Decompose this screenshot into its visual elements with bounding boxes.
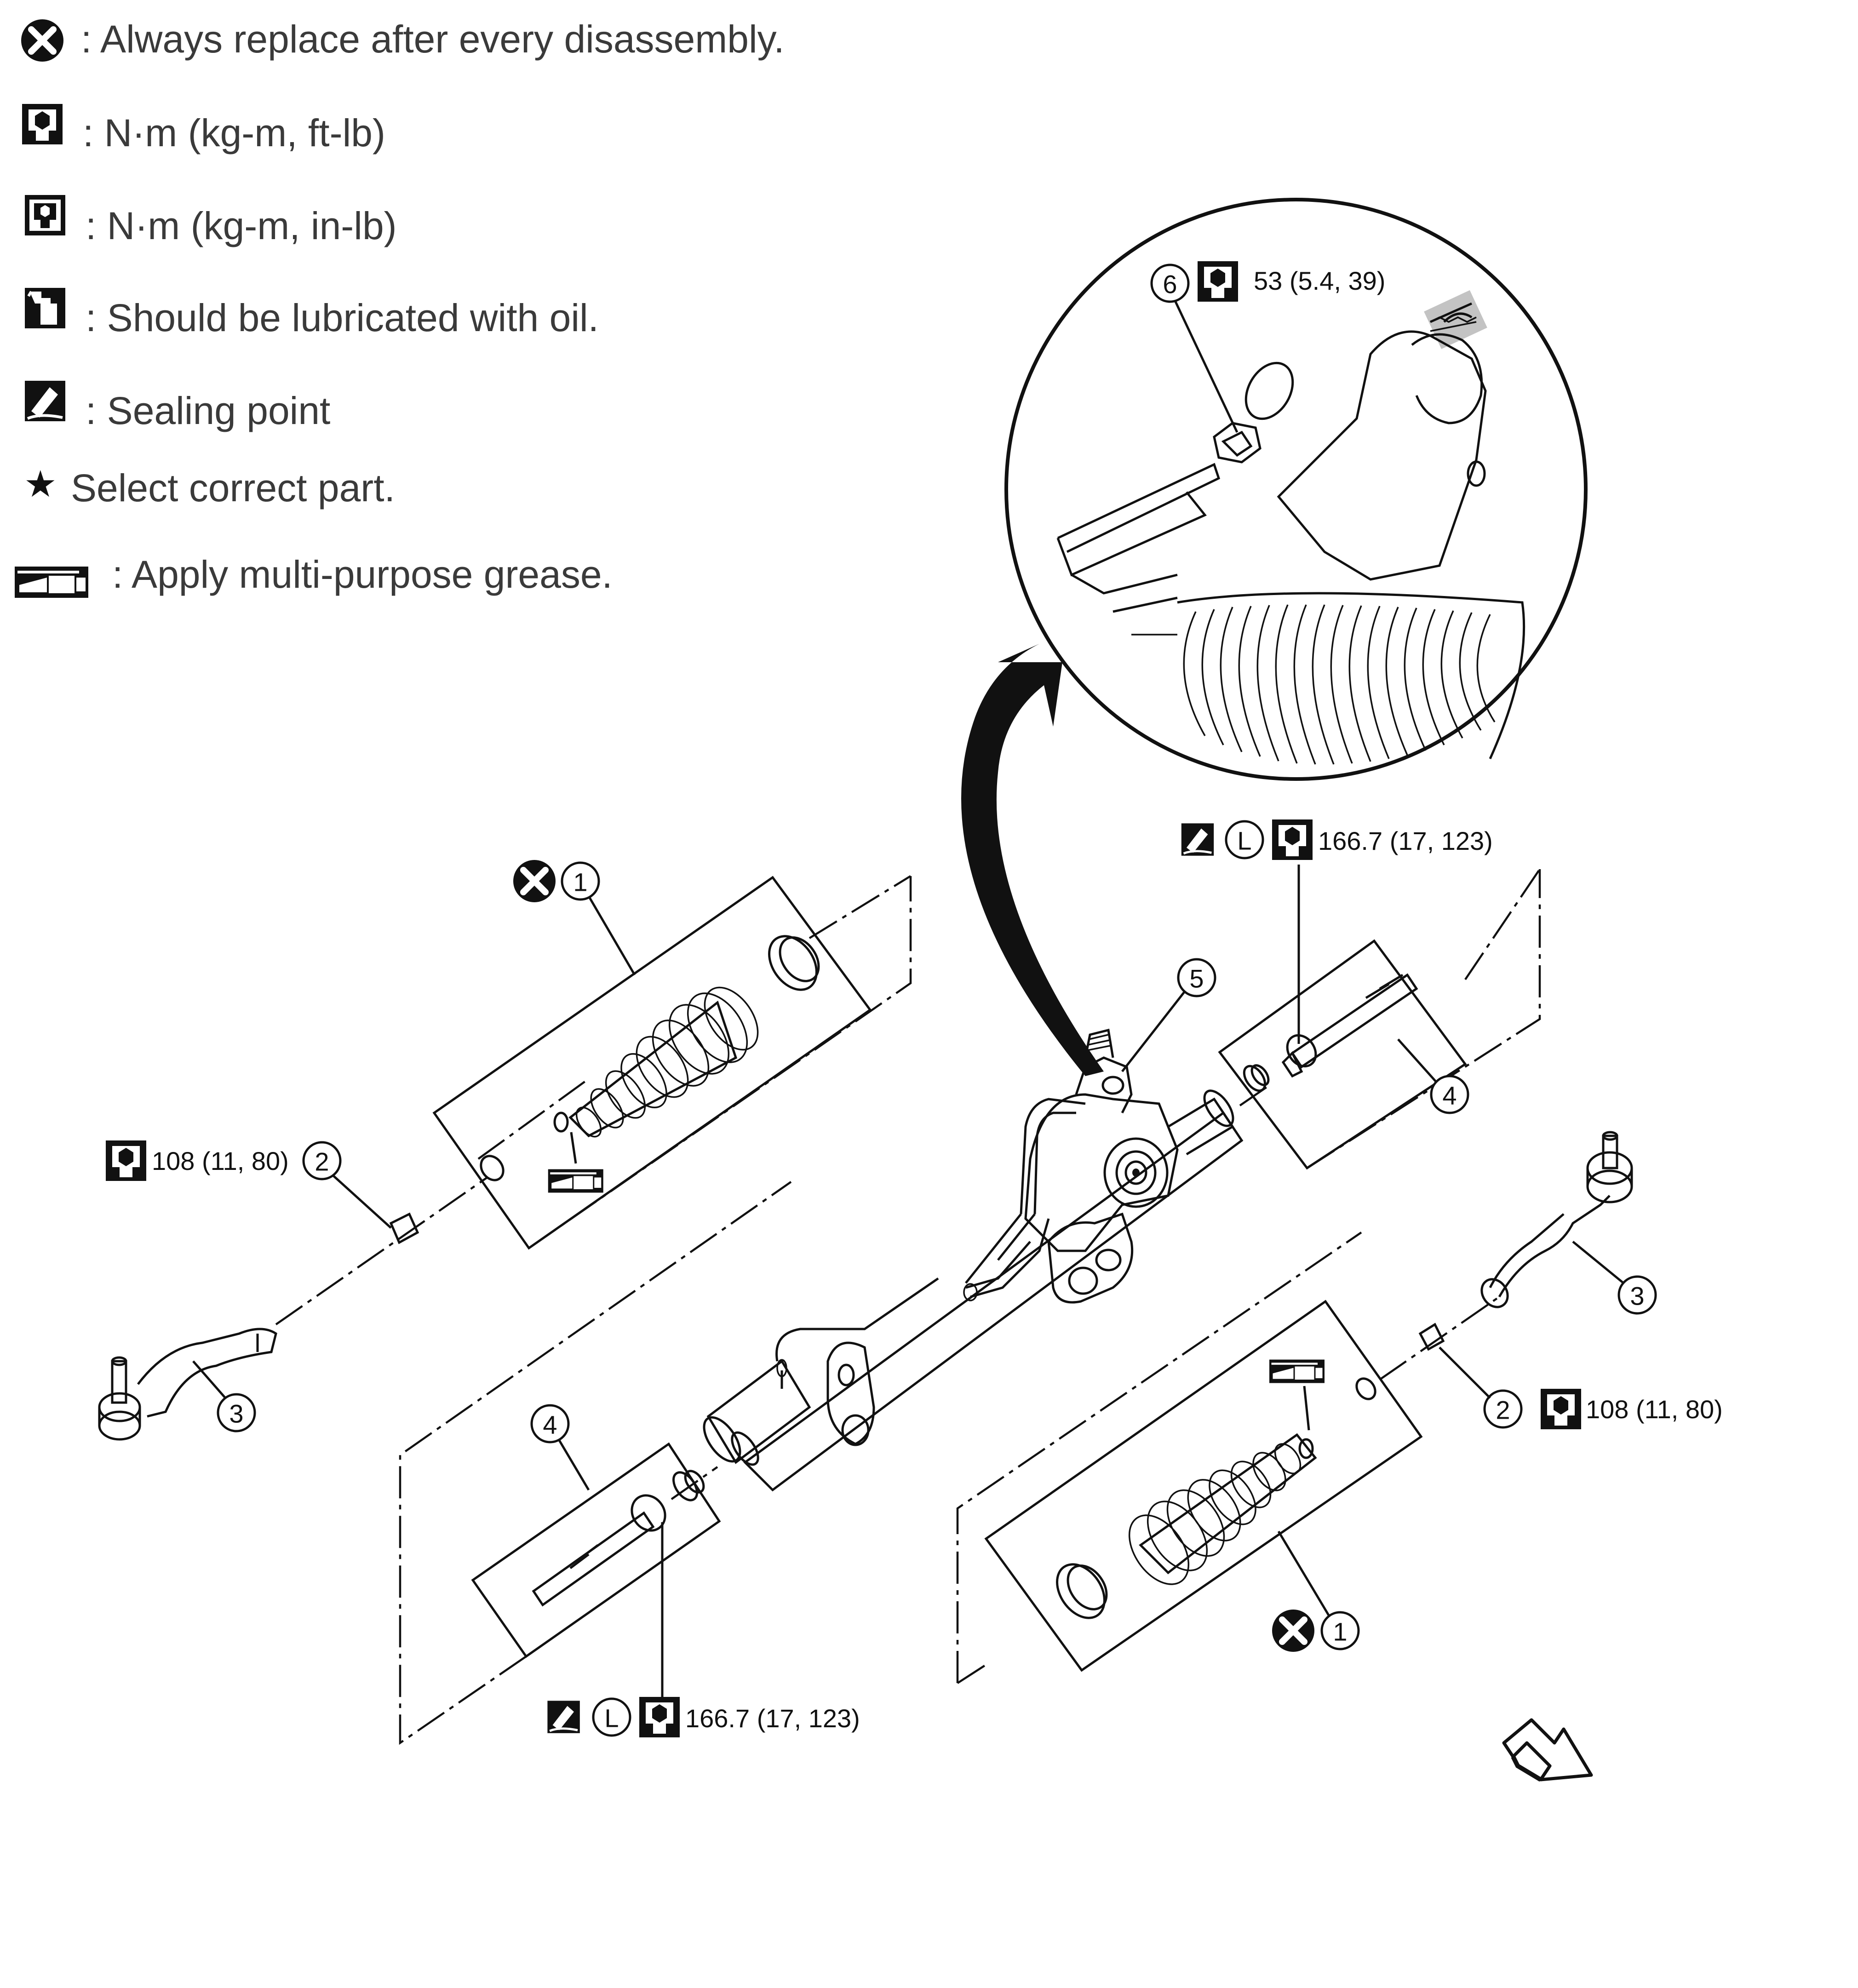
sealant-icon (25, 381, 65, 421)
star-icon: ★ (24, 463, 57, 505)
callout-6-label: 6 (1163, 270, 1177, 299)
x-circle-icon (21, 19, 63, 62)
legend: : Always replace after every disassembly… (15, 17, 785, 598)
boot-left-group: 1 (432, 860, 912, 1250)
callout-1b-label: 1 (1333, 1617, 1347, 1646)
legend-text-lubricate: : Should be lubricated with oil. (86, 296, 599, 339)
rack-housing (703, 1028, 1244, 1492)
callout-6 (1150, 264, 1190, 303)
callout-5-group: 5 (1121, 958, 1216, 1072)
sealant-icon (1181, 823, 1214, 855)
callout-2 (1483, 1389, 1523, 1429)
torque-wrench-icon (1272, 819, 1313, 860)
torque-wrench-icon (106, 1140, 146, 1181)
torque-wrench-small-icon (25, 195, 65, 235)
left-tie-rod-end-group: 108 (11, 80) 2 3 (98, 1140, 488, 1441)
oil-can-icon (25, 288, 65, 328)
callout-4 (530, 1404, 570, 1444)
callout-3-label: 3 (229, 1399, 243, 1428)
legend-text-grease: : Apply multi-purpose grease. (112, 553, 613, 596)
inner-socket-top-torque: 166.7 (17, 123) (1318, 826, 1493, 855)
L-symbol-label: L (604, 1704, 619, 1733)
callout-1 (561, 861, 600, 901)
lock-nut-left-torque: 108 (11, 80) (152, 1146, 289, 1175)
x-circle-icon (1272, 1610, 1314, 1652)
inner-socket-bottom-torque: 166.7 (17, 123) (685, 1704, 860, 1733)
torque-wrench-icon (1198, 261, 1238, 302)
legend-text-sealing: : Sealing point (86, 389, 330, 432)
inner-socket-left-group: 4 L 166.7 (17, 123) (399, 1181, 860, 1745)
detail-torque-value: 53 (5.4, 39) (1254, 266, 1385, 295)
callout-3 (1617, 1275, 1657, 1315)
callout-1-label: 1 (573, 868, 587, 897)
right-tie-rod-end-group: 3 2 108 (11, 80) (1379, 1131, 1723, 1429)
x-circle-icon (513, 860, 556, 902)
L-symbol-label: L (1237, 826, 1251, 855)
legend-text-torque-inlb: : N·m (kg-m, in-lb) (86, 204, 397, 247)
front-direction-arrow-icon (1502, 1718, 1593, 1782)
callout-1 (1320, 1611, 1360, 1650)
lock-nut-right-torque: 108 (11, 80) (1586, 1395, 1723, 1424)
detail-torque-spec: 6 53 (5.4, 39) (1150, 261, 1385, 433)
legend-text-replace: : Always replace after every disassembly… (81, 17, 785, 61)
detail-view-gear-housing (1004, 198, 1588, 781)
callout-2-label: 2 (315, 1147, 329, 1176)
callout-5-label: 5 (1189, 964, 1204, 993)
legend-text-torque-ftlb: : N·m (kg-m, ft-lb) (83, 111, 385, 155)
callout-4 (1430, 1075, 1469, 1114)
grease-gun-icon (548, 1169, 603, 1193)
callout-3 (217, 1393, 256, 1432)
detail-pointer-arrow (961, 644, 1104, 1076)
grease-gun-icon (15, 567, 88, 598)
torque-wrench-icon (22, 104, 63, 144)
inner-socket-right-group: L 166.7 (17, 123) 4 (1181, 819, 1541, 1170)
callout-2b-label: 2 (1496, 1396, 1510, 1425)
torque-wrench-icon (639, 1697, 680, 1737)
callout-3b-label: 3 (1630, 1282, 1644, 1311)
legend-text-select-part: Select correct part. (71, 466, 395, 510)
sealant-icon (547, 1701, 579, 1733)
torque-wrench-icon (1541, 1389, 1581, 1429)
callout-4-label: 4 (1442, 1081, 1457, 1110)
callout-4b-label: 4 (543, 1410, 557, 1439)
grease-gun-icon (1269, 1360, 1325, 1383)
callout-2 (302, 1141, 342, 1180)
callout-5 (1177, 958, 1216, 997)
boot-right-group: 1 (956, 1232, 1423, 1684)
